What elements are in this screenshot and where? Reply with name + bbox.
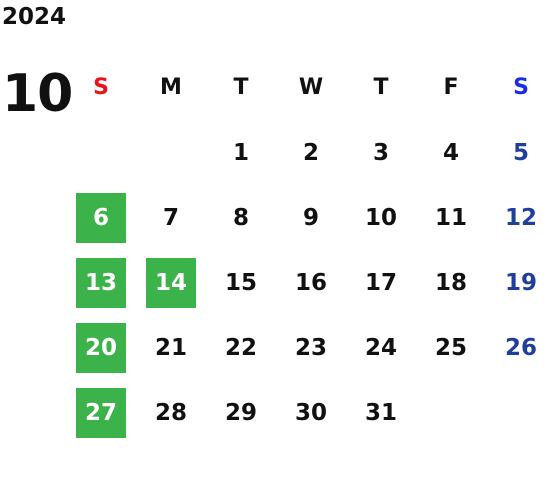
day-number: 31 bbox=[364, 399, 397, 426]
day-cell-7: 7 bbox=[136, 185, 206, 250]
day-number: 3 bbox=[372, 139, 389, 166]
weekday-header-fri: F bbox=[443, 75, 459, 100]
day-cell-26: 26 bbox=[486, 315, 548, 380]
day-cell-14: 14 bbox=[136, 250, 206, 315]
weekday-header-mon: M bbox=[160, 75, 182, 100]
day-number: 20 bbox=[76, 322, 126, 373]
day-number: 9 bbox=[302, 204, 319, 231]
day-cell-6: 6 bbox=[66, 185, 136, 250]
day-cell-25: 25 bbox=[416, 315, 486, 380]
weekday-header-tue: T bbox=[233, 75, 249, 100]
day-number: 11 bbox=[434, 204, 467, 231]
day-cell-20: 20 bbox=[66, 315, 136, 380]
day-number: 7 bbox=[162, 204, 179, 231]
day-number: 18 bbox=[434, 269, 467, 296]
day-cell-11: 11 bbox=[416, 185, 486, 250]
day-cell-23: 23 bbox=[276, 315, 346, 380]
day-number: 30 bbox=[294, 399, 327, 426]
day-number: 25 bbox=[434, 334, 467, 361]
day-number: 15 bbox=[224, 269, 257, 296]
weekday-header-sat: S bbox=[513, 75, 529, 100]
day-cell-19: 19 bbox=[486, 250, 548, 315]
day-cell-18: 18 bbox=[416, 250, 486, 315]
day-cell-8: 8 bbox=[206, 185, 276, 250]
day-number: 19 bbox=[504, 269, 537, 296]
weekday-header-sun: S bbox=[93, 75, 109, 100]
day-cell-1: 1 bbox=[206, 120, 276, 185]
day-cell-4: 4 bbox=[416, 120, 486, 185]
day-cell-22: 22 bbox=[206, 315, 276, 380]
day-number: 17 bbox=[364, 269, 397, 296]
day-cell-28: 28 bbox=[136, 380, 206, 445]
day-cell-2: 2 bbox=[276, 120, 346, 185]
day-cell-31: 31 bbox=[346, 380, 416, 445]
day-cell-empty bbox=[136, 120, 206, 185]
day-number: 29 bbox=[224, 399, 257, 426]
day-cell-5: 5 bbox=[486, 120, 548, 185]
day-number: 16 bbox=[294, 269, 327, 296]
day-cell-10: 10 bbox=[346, 185, 416, 250]
day-cell-16: 16 bbox=[276, 250, 346, 315]
day-cell-29: 29 bbox=[206, 380, 276, 445]
day-number: 27 bbox=[76, 387, 126, 438]
day-number: 5 bbox=[512, 139, 529, 166]
day-number: 8 bbox=[232, 204, 249, 231]
day-number: 21 bbox=[154, 334, 187, 361]
weekday-header-wed: W bbox=[298, 75, 324, 100]
day-number: 26 bbox=[504, 334, 537, 361]
day-cell-12: 12 bbox=[486, 185, 548, 250]
day-number: 23 bbox=[294, 334, 327, 361]
year-label: 2024 bbox=[2, 4, 67, 30]
day-number: 12 bbox=[504, 204, 537, 231]
day-cell-15: 15 bbox=[206, 250, 276, 315]
day-cell-empty bbox=[416, 380, 486, 445]
day-number: 10 bbox=[364, 204, 397, 231]
day-cell-13: 13 bbox=[66, 250, 136, 315]
day-number: 4 bbox=[442, 139, 459, 166]
day-number: 6 bbox=[76, 192, 126, 243]
day-cell-24: 24 bbox=[346, 315, 416, 380]
day-cell-empty bbox=[486, 380, 548, 445]
day-number: 14 bbox=[146, 257, 196, 308]
day-cell-empty bbox=[66, 120, 136, 185]
day-number: 22 bbox=[224, 334, 257, 361]
day-cell-30: 30 bbox=[276, 380, 346, 445]
weekday-header-thu: T bbox=[373, 75, 389, 100]
day-cell-21: 21 bbox=[136, 315, 206, 380]
day-number: 2 bbox=[302, 139, 319, 166]
day-number: 1 bbox=[232, 139, 249, 166]
day-cell-17: 17 bbox=[346, 250, 416, 315]
day-cell-3: 3 bbox=[346, 120, 416, 185]
month-label: 10 bbox=[2, 64, 73, 124]
day-number: 13 bbox=[76, 257, 126, 308]
day-cell-9: 9 bbox=[276, 185, 346, 250]
day-number: 24 bbox=[364, 334, 397, 361]
day-cell-27: 27 bbox=[66, 380, 136, 445]
day-number: 28 bbox=[154, 399, 187, 426]
